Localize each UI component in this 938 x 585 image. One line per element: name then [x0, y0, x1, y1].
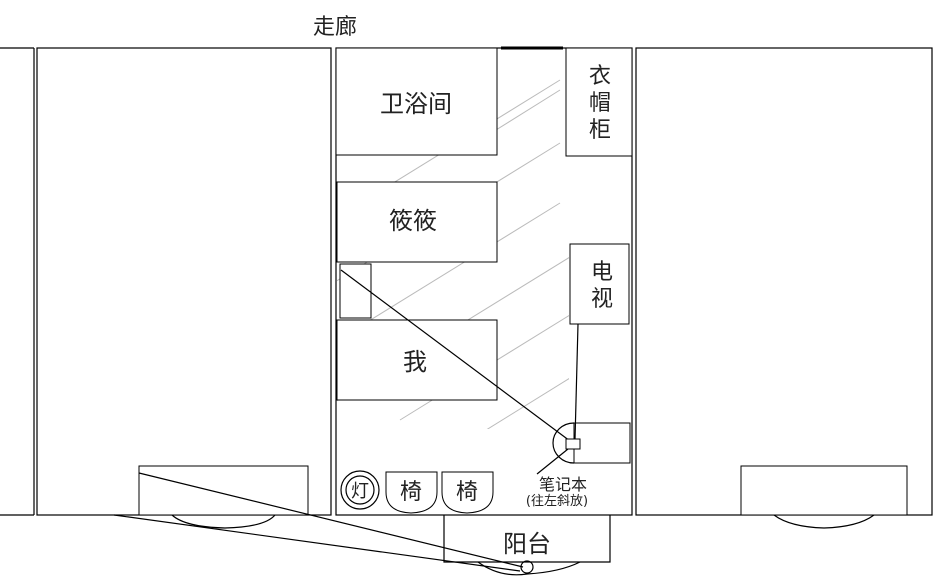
left-bay-window — [113, 465, 524, 572]
chair-2-label: 椅 — [456, 480, 478, 505]
laptop-note: (往左斜放) — [526, 494, 588, 509]
bed-xiaoxiao — [336, 181, 498, 263]
right-room — [635, 47, 933, 516]
wardrobe-label-1: 衣 — [589, 64, 611, 89]
desk — [340, 269, 631, 475]
laptop-label: 笔记本 — [539, 475, 587, 494]
lamp — [340, 470, 380, 510]
right-bay-window — [740, 465, 908, 529]
balcony-label: 阳台 — [503, 530, 551, 558]
corridor-label: 走廊 — [313, 15, 357, 40]
wardrobe-label-3: 柜 — [589, 118, 611, 143]
chair-2 — [441, 471, 494, 514]
left-room — [36, 47, 332, 516]
bathroom — [335, 47, 498, 156]
laptop-icon — [565, 438, 581, 450]
wardrobe — [565, 47, 633, 157]
tv-label-1: 电 — [591, 260, 613, 285]
tv-label-2: 视 — [591, 287, 613, 312]
chair-1 — [385, 471, 438, 514]
bathroom-label: 卫浴间 — [380, 90, 452, 118]
bed-me — [336, 319, 498, 401]
wardrobe-label-2: 帽 — [589, 91, 611, 116]
chair-1-label: 椅 — [400, 480, 422, 505]
bed-xiaoxiao-label: 筱筱 — [389, 207, 437, 235]
tv — [569, 243, 630, 325]
lamp-label: 灯 — [351, 481, 369, 502]
bed-me-label: 我 — [403, 348, 427, 376]
